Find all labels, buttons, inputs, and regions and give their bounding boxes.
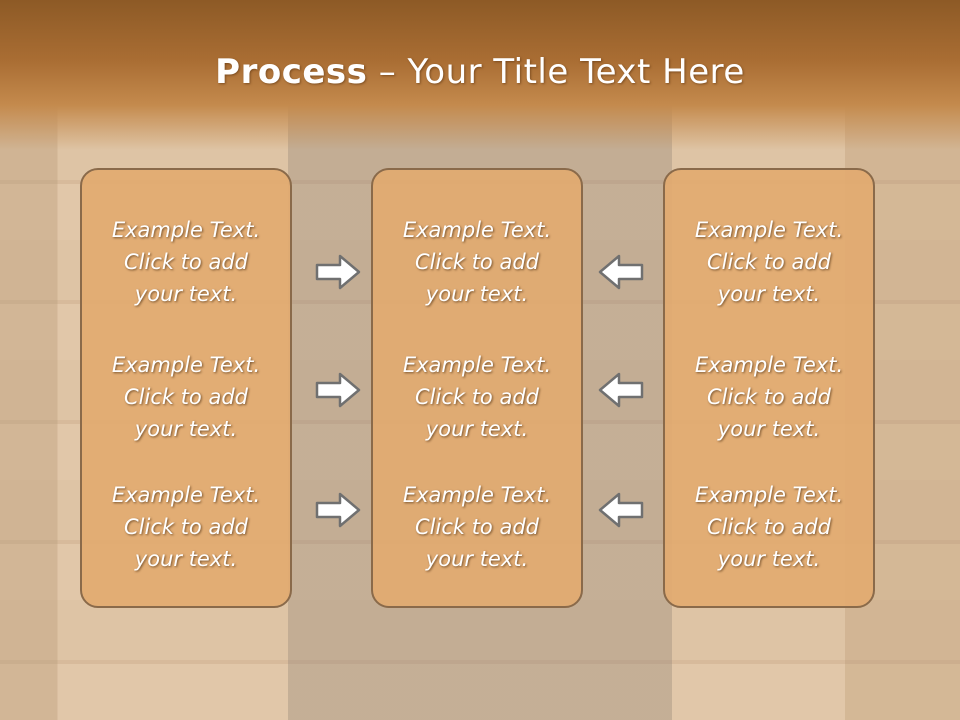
text-line: Example Text. (402, 353, 552, 377)
text-line: Example Text. (111, 353, 261, 377)
process-box-left[interactable]: Example Text. Click to add your text. Ex… (80, 168, 292, 608)
text-line: Example Text. (111, 218, 261, 242)
text-block[interactable]: Example Text. Click to add your text. (82, 479, 290, 575)
text-line: your text. (717, 417, 821, 441)
text-block[interactable]: Example Text. Click to add your text. (82, 214, 290, 310)
text-line: Click to add (706, 515, 831, 539)
text-line: your text. (717, 282, 821, 306)
arrow-right-icon (314, 370, 362, 410)
text-line: Example Text. (694, 483, 844, 507)
text-line: Example Text. (402, 218, 552, 242)
text-line: your text. (134, 282, 238, 306)
text-block[interactable]: Example Text. Click to add your text. (373, 214, 581, 310)
title-bold: Process (215, 52, 368, 92)
text-block[interactable]: Example Text. Click to add your text. (82, 349, 290, 445)
process-box-center[interactable]: Example Text. Click to add your text. Ex… (371, 168, 583, 608)
text-line: Click to add (123, 515, 248, 539)
arrow-right-icon (314, 252, 362, 292)
text-block[interactable]: Example Text. Click to add your text. (373, 479, 581, 575)
text-line: your text. (717, 547, 821, 571)
text-line: Click to add (414, 250, 539, 274)
text-line: Click to add (706, 250, 831, 274)
process-box-right[interactable]: Example Text. Click to add your text. Ex… (663, 168, 875, 608)
text-line: your text. (425, 282, 529, 306)
text-block[interactable]: Example Text. Click to add your text. (373, 349, 581, 445)
text-line: your text. (134, 417, 238, 441)
text-line: Click to add (123, 250, 248, 274)
text-line: your text. (425, 547, 529, 571)
text-line: Click to add (414, 385, 539, 409)
text-block[interactable]: Example Text. Click to add your text. (665, 479, 873, 575)
text-line: your text. (425, 417, 529, 441)
text-line: Example Text. (111, 483, 261, 507)
arrow-left-icon (597, 370, 645, 410)
text-block[interactable]: Example Text. Click to add your text. (665, 214, 873, 310)
slide-title[interactable]: Process – Your Title Text Here (0, 52, 960, 92)
arrow-left-icon (597, 252, 645, 292)
arrow-left-icon (597, 490, 645, 530)
text-line: Example Text. (694, 353, 844, 377)
title-text: Your Title Text Here (407, 52, 745, 92)
title-bar (0, 0, 960, 150)
text-line: your text. (134, 547, 238, 571)
text-line: Example Text. (402, 483, 552, 507)
text-block[interactable]: Example Text. Click to add your text. (665, 349, 873, 445)
text-line: Click to add (123, 385, 248, 409)
text-line: Click to add (414, 515, 539, 539)
text-line: Example Text. (694, 218, 844, 242)
text-line: Click to add (706, 385, 831, 409)
title-dash: – (378, 52, 397, 92)
arrow-right-icon (314, 490, 362, 530)
